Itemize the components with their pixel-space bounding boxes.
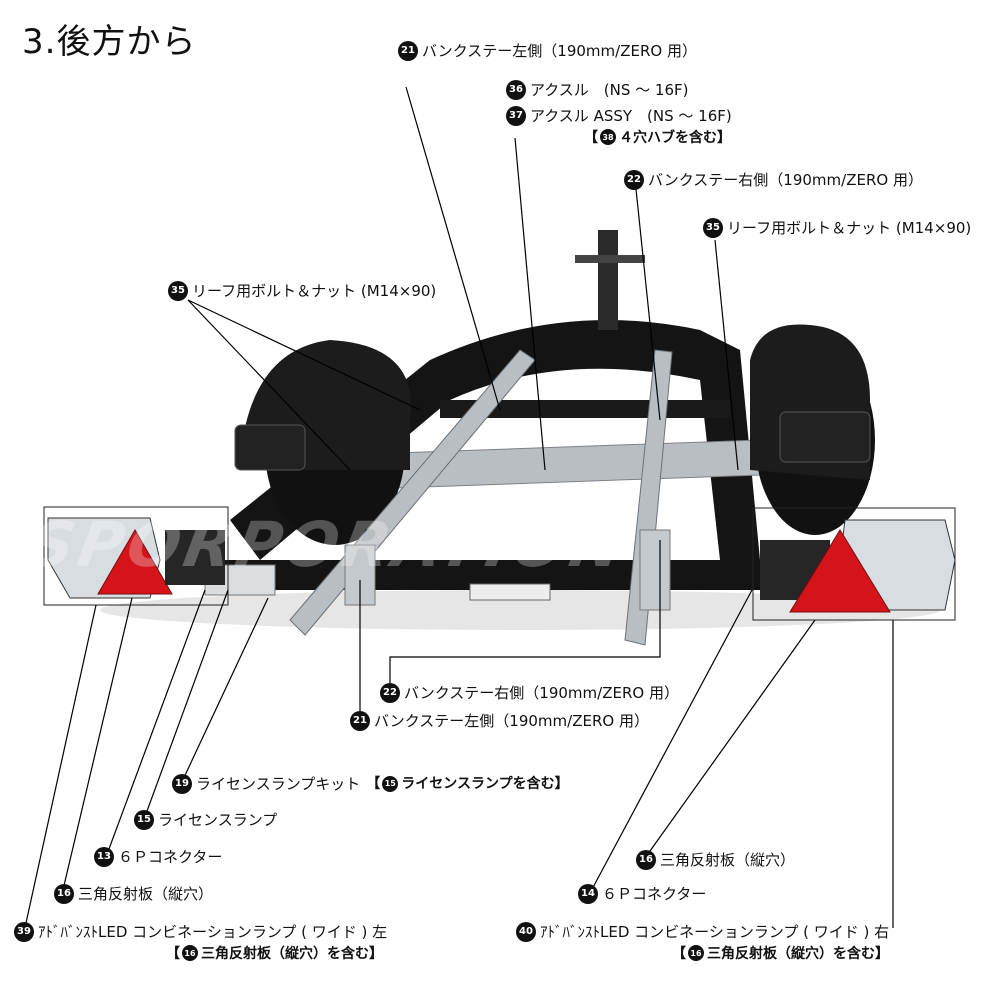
part-number-badge: 16 bbox=[182, 945, 198, 961]
callout-label: ｱﾄﾞﾊﾞﾝｽﾄLED コンビネーションランプ ( ワイド ) 左 bbox=[38, 923, 388, 941]
callout-label: アクスル (NS 〜 16F) bbox=[530, 81, 689, 99]
subnote-label: ４穴ハブを含む bbox=[619, 130, 717, 146]
tongue-jack bbox=[598, 230, 618, 330]
callout-label: アクスル ASSY (NS 〜 16F) bbox=[530, 107, 732, 125]
callout-14: 14 ６Ｐコネクター bbox=[578, 884, 706, 904]
callout-40: 40 ｱﾄﾞﾊﾞﾝｽﾄLED コンビネーションランプ ( ワイド ) 右 bbox=[516, 922, 889, 942]
part-number-badge: 16 bbox=[636, 850, 656, 870]
part-number-badge: 35 bbox=[703, 218, 723, 238]
callout-21-bottom: 21 バンクステー左側（190mm/ZERO 用） bbox=[350, 711, 649, 731]
bracket-close: 】 bbox=[369, 946, 383, 962]
callout-35-left: 35 リーフ用ボルト＆ナット (M14×90) bbox=[168, 281, 436, 301]
callout-37: 37 アクスル ASSY (NS 〜 16F) bbox=[506, 106, 732, 126]
bracket-open: 【 bbox=[366, 776, 381, 792]
left-lamp-housing bbox=[165, 530, 225, 585]
bracket-open: 【 bbox=[584, 130, 598, 146]
bracket-open: 【 bbox=[672, 946, 686, 962]
bracket-close: 】 bbox=[717, 130, 731, 146]
part-number-badge: 37 bbox=[506, 106, 526, 126]
callout-35-right: 35 リーフ用ボルト＆ナット (M14×90) bbox=[703, 218, 971, 238]
part-number-badge: 22 bbox=[380, 683, 400, 703]
callout-label: ライセンスランプキット bbox=[196, 775, 361, 793]
callout-label: バンクステー右側（190mm/ZERO 用） bbox=[404, 684, 679, 702]
page-heading: 3.後方から bbox=[22, 22, 197, 62]
jack-handle bbox=[575, 255, 645, 263]
callout-label: バンクステー左側（190mm/ZERO 用） bbox=[374, 712, 649, 730]
callout-19: 19 ライセンスランプキット 【 15 ライセンスランプを含む 】 bbox=[172, 774, 569, 794]
subnote-39: 【 16 三角反射板（縦穴）を含む 】 bbox=[166, 943, 383, 963]
part-number-badge: 40 bbox=[516, 922, 536, 942]
part-number-badge: 15 bbox=[134, 810, 154, 830]
callout-label: バンクステー右側（190mm/ZERO 用） bbox=[648, 171, 923, 189]
callout-16-left: 16 三角反射板（縦穴） bbox=[54, 884, 213, 904]
subnote-37: 【 38 ４穴ハブを含む 】 bbox=[584, 127, 731, 147]
callout-36: 36 アクスル (NS 〜 16F) bbox=[506, 80, 689, 100]
subnote-label: ライセンスランプを含む bbox=[401, 776, 555, 792]
part-number-badge: 21 bbox=[350, 711, 370, 731]
part-number-badge: 22 bbox=[624, 170, 644, 190]
right-bunk-stay bbox=[639, 529, 671, 611]
callout-label: ６Ｐコネクター bbox=[118, 848, 223, 866]
subnote-label: 三角反射板（縦穴）を含む bbox=[707, 946, 875, 962]
callout-label: ｱﾄﾞﾊﾞﾝｽﾄLED コンビネーションランプ ( ワイド ) 右 bbox=[540, 923, 890, 941]
watermark: SPORPORATION bbox=[23, 508, 633, 581]
part-number-badge: 35 bbox=[168, 281, 188, 301]
subnote-40: 【 16 三角反射板（縦穴）を含む 】 bbox=[672, 943, 889, 963]
callout-21-top: 21 バンクステー左側（190mm/ZERO 用） bbox=[398, 41, 697, 61]
callout-label: バンクステー左側（190mm/ZERO 用） bbox=[422, 42, 697, 60]
callout-15: 15 ライセンスランプ bbox=[134, 810, 277, 830]
part-number-badge: 16 bbox=[688, 945, 704, 961]
subnote-19: 【 15 ライセンスランプを含む 】 bbox=[366, 775, 569, 793]
callout-22-top: 22 バンクステー右側（190mm/ZERO 用） bbox=[624, 170, 923, 190]
subnote-label: 三角反射板（縦穴）を含む bbox=[201, 946, 369, 962]
bracket-close: 】 bbox=[875, 946, 889, 962]
bracket-open: 【 bbox=[166, 946, 180, 962]
callout-label: リーフ用ボルト＆ナット (M14×90) bbox=[727, 219, 972, 237]
part-number-badge: 16 bbox=[54, 884, 74, 904]
part-number-badge: 14 bbox=[578, 884, 598, 904]
bracket-close: 】 bbox=[554, 776, 569, 792]
left-fender-step bbox=[234, 424, 306, 471]
callout-39: 39 ｱﾄﾞﾊﾞﾝｽﾄLED コンビネーションランプ ( ワイド ) 左 bbox=[14, 922, 387, 942]
callout-label: ６Ｐコネクター bbox=[602, 885, 707, 903]
callout-label: ライセンスランプ bbox=[158, 811, 278, 829]
part-number-badge: 13 bbox=[94, 847, 114, 867]
callout-label: 三角反射板（縦穴） bbox=[660, 851, 796, 869]
part-number-badge: 36 bbox=[506, 80, 526, 100]
callout-label: 三角反射板（縦穴） bbox=[78, 885, 214, 903]
right-triangle-reflector bbox=[789, 529, 891, 613]
part-number-badge: 19 bbox=[172, 774, 192, 794]
part-number-badge: 38 bbox=[600, 129, 616, 145]
right-fender-step bbox=[779, 411, 871, 463]
callout-22-bottom: 22 バンクステー右側（190mm/ZERO 用） bbox=[380, 683, 679, 703]
max-load-plate bbox=[469, 583, 551, 601]
callout-16-right: 16 三角反射板（縦穴） bbox=[636, 850, 795, 870]
callout-label: リーフ用ボルト＆ナット (M14×90) bbox=[192, 282, 437, 300]
part-number-badge: 21 bbox=[398, 41, 418, 61]
part-number-badge: 39 bbox=[14, 922, 34, 942]
callout-13: 13 ６Ｐコネクター bbox=[94, 847, 222, 867]
right-lamp-box bbox=[752, 507, 956, 621]
part-number-badge: 15 bbox=[382, 776, 399, 792]
